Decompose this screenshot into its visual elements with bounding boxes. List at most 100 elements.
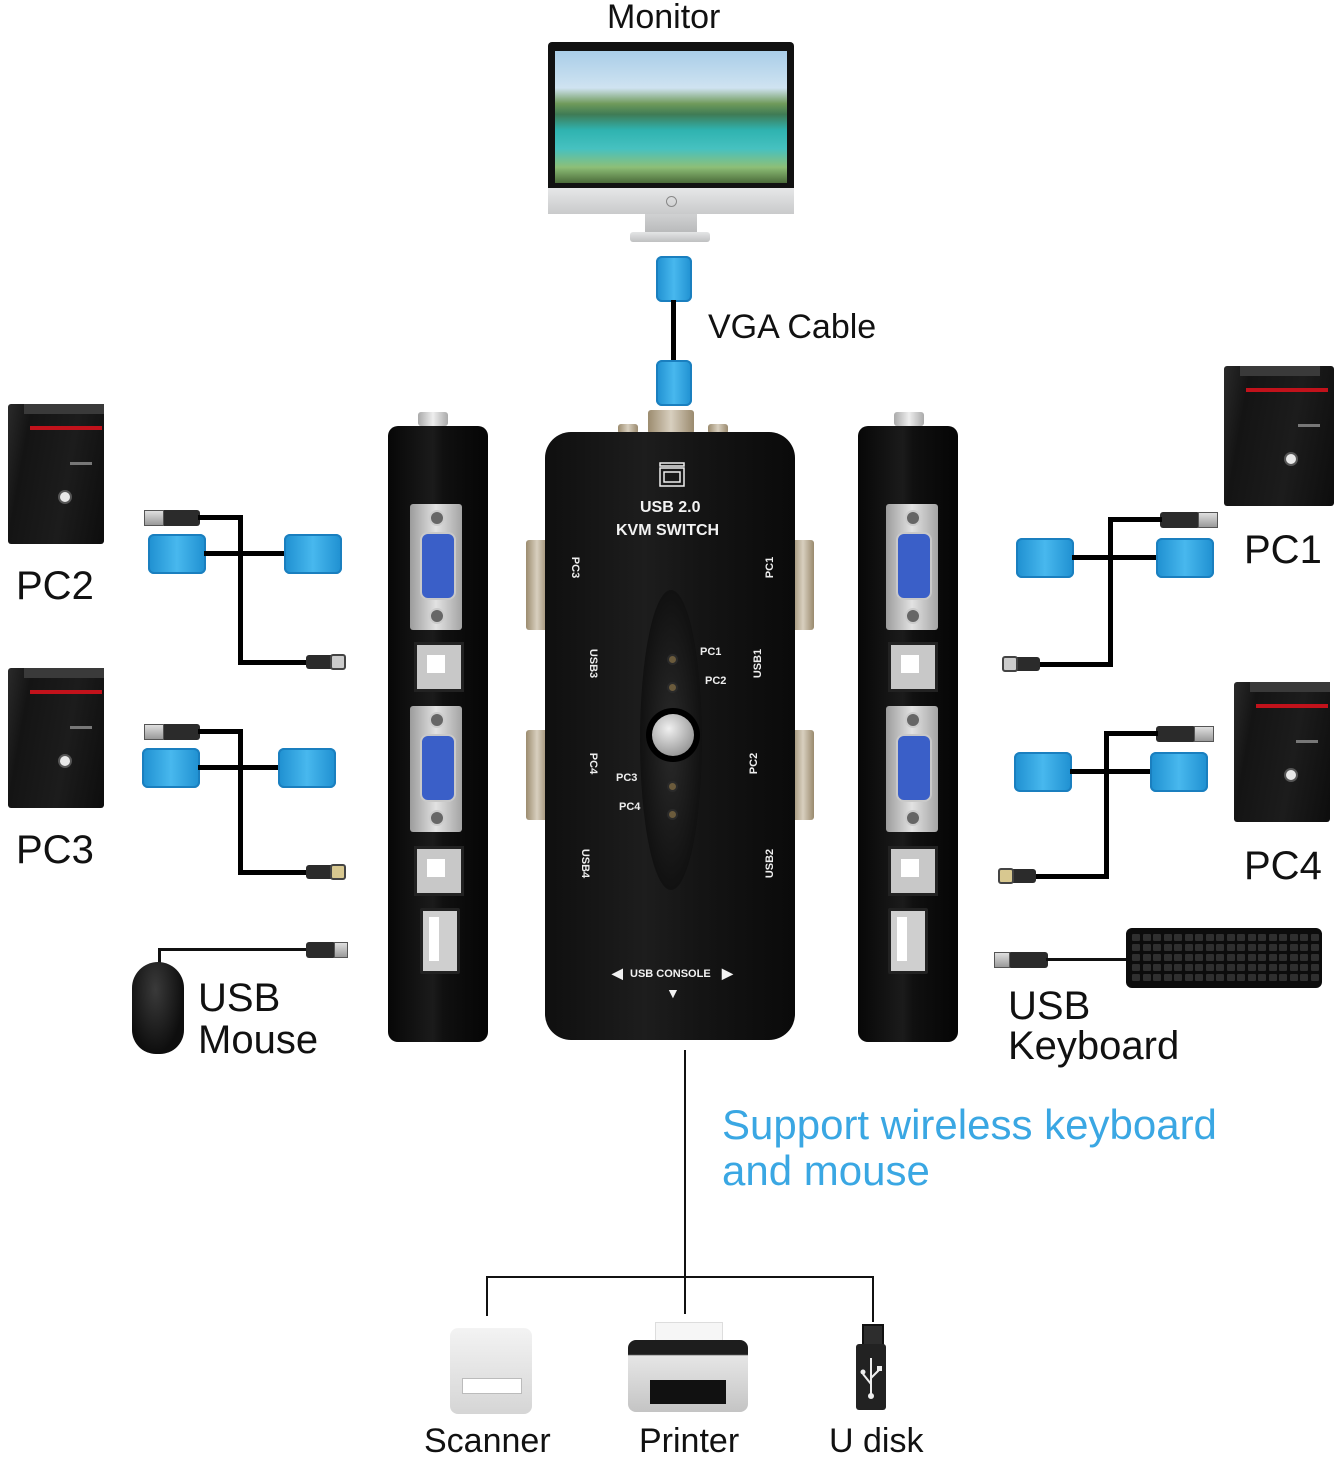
- keyboard-key: [1163, 954, 1172, 961]
- kvm-port-label-usb4: USB4: [579, 848, 592, 879]
- feature-text-line1: Support wireless keyboard: [722, 1101, 1217, 1148]
- feature-text-line2: and mouse: [722, 1147, 930, 1194]
- usb-b-plug-icon: [306, 654, 346, 670]
- keyboard-key: [1195, 944, 1203, 951]
- usb-a-port-icon: [420, 908, 460, 974]
- keyboard-key: [1205, 954, 1214, 961]
- kvm-right-side-view: [858, 412, 958, 1042]
- keyboard-key: [1132, 964, 1140, 971]
- keyboard-key: [1237, 944, 1245, 951]
- keyboard-key: [1247, 954, 1256, 961]
- keyboard-key: [1258, 954, 1266, 961]
- led-pc1-indicator: [669, 656, 676, 663]
- led-label-pc2: PC2: [705, 675, 727, 687]
- usb-b-plug-icon: [998, 868, 1036, 884]
- kvm-port-label-usb1: USB1: [752, 648, 765, 679]
- keyboard-key: [1195, 934, 1203, 941]
- printer-label: Printer: [639, 1422, 740, 1460]
- pc2-label: PC2: [16, 564, 94, 608]
- keyboard-key: [1289, 934, 1298, 941]
- usb-a-port-icon: [888, 908, 928, 974]
- keyboard-key: [1153, 954, 1161, 961]
- keyboard-key: [1279, 944, 1287, 951]
- keyboard-key: [1226, 964, 1235, 971]
- keyboard-key: [1226, 974, 1235, 981]
- vga-port-icon: [410, 706, 462, 832]
- keyboard-key: [1184, 944, 1193, 951]
- keyboard-key: [1216, 964, 1224, 971]
- keyboard-key: [1268, 944, 1277, 951]
- usb-symbol-icon: [860, 1358, 882, 1399]
- led-pc3-indicator: [669, 783, 676, 790]
- kvm-left-side-view: [388, 412, 488, 1042]
- keyboard-key: [1247, 974, 1256, 981]
- usb-a-plug-icon: [306, 942, 348, 958]
- kvm-logo-icon: [659, 462, 685, 487]
- keyboard-key: [1258, 974, 1266, 981]
- usb-b-port-icon: [414, 846, 464, 896]
- keyboard-key: [1226, 944, 1235, 951]
- keyboard-key: [1142, 934, 1151, 941]
- keyboard-key: [1174, 964, 1182, 971]
- keyboard-key: [1289, 944, 1298, 951]
- keyboard-key: [1205, 974, 1214, 981]
- keyboard-key: [1268, 934, 1277, 941]
- usb-b-plug-icon: [1002, 656, 1040, 672]
- keyboard-key: [1279, 974, 1287, 981]
- vga-connector-icon: [148, 534, 206, 574]
- keyboard-key: [1174, 974, 1182, 981]
- keyboard-key: [1184, 974, 1193, 981]
- keyboard-key: [1300, 934, 1308, 941]
- led-pc4-indicator: [669, 811, 676, 818]
- led-label-pc4: PC4: [619, 801, 641, 813]
- pc1-tower-icon: [1224, 366, 1334, 506]
- vga-connector-icon: [656, 360, 692, 406]
- keyboard-key: [1153, 974, 1161, 981]
- keyboard-key: [1258, 964, 1266, 971]
- kvm-model-line1: USB 2.0: [640, 499, 701, 516]
- usb-mouse-label-line1: USB: [198, 976, 281, 1020]
- kvm-port-label-usb2: USB2: [764, 848, 777, 879]
- usb-a-plug-icon: [144, 724, 200, 740]
- usb-keyboard-label-line2: Keyboard: [1008, 1024, 1180, 1068]
- keyboard-key: [1247, 934, 1256, 941]
- arrow-right-icon: ▶: [722, 965, 733, 981]
- keyboard-key: [1142, 944, 1151, 951]
- keyboard-key: [1237, 974, 1245, 981]
- usb-mouse-label-line2: Mouse: [198, 1018, 319, 1062]
- keyboard-key: [1142, 964, 1151, 971]
- keyboard-key: [1132, 974, 1140, 981]
- keyboard-key: [1226, 954, 1235, 961]
- usb-b-port-icon: [888, 846, 938, 896]
- vga-connector-icon: [278, 748, 336, 788]
- vga-connector-icon: [1156, 538, 1214, 578]
- mouse-icon: [132, 962, 184, 1054]
- kvm-port-label-usb3: USB3: [587, 648, 600, 679]
- keyboard-icon: [1126, 928, 1322, 988]
- led-label-pc1: PC1: [700, 646, 722, 658]
- keyboard-key: [1205, 944, 1214, 951]
- keyboard-key: [1289, 974, 1298, 981]
- led-pc2-indicator: [669, 684, 676, 691]
- keyboard-key: [1132, 954, 1140, 961]
- keyboard-key: [1184, 954, 1193, 961]
- pc3-label: PC3: [16, 828, 94, 872]
- arrow-down-icon: ▼: [666, 985, 680, 1001]
- kvm-switch-button-cap[interactable]: [652, 714, 694, 756]
- vga-port-icon: [886, 504, 938, 630]
- keyboard-key: [1132, 934, 1140, 941]
- keyboard-key: [1237, 964, 1245, 971]
- keyboard-key: [1153, 934, 1161, 941]
- keyboard-key: [1310, 954, 1319, 961]
- keyboard-key: [1153, 964, 1161, 971]
- keyboard-key: [1300, 954, 1308, 961]
- keyboard-key: [1237, 934, 1245, 941]
- keyboard-key: [1216, 944, 1224, 951]
- kvm-port-label-pc2: PC2: [748, 752, 761, 775]
- keyboard-key: [1300, 944, 1308, 951]
- keyboard-key: [1310, 964, 1319, 971]
- keyboard-key: [1268, 974, 1277, 981]
- usb-b-port-icon: [414, 642, 464, 692]
- keyboard-key: [1247, 944, 1256, 951]
- monitor-label: Monitor: [607, 0, 721, 36]
